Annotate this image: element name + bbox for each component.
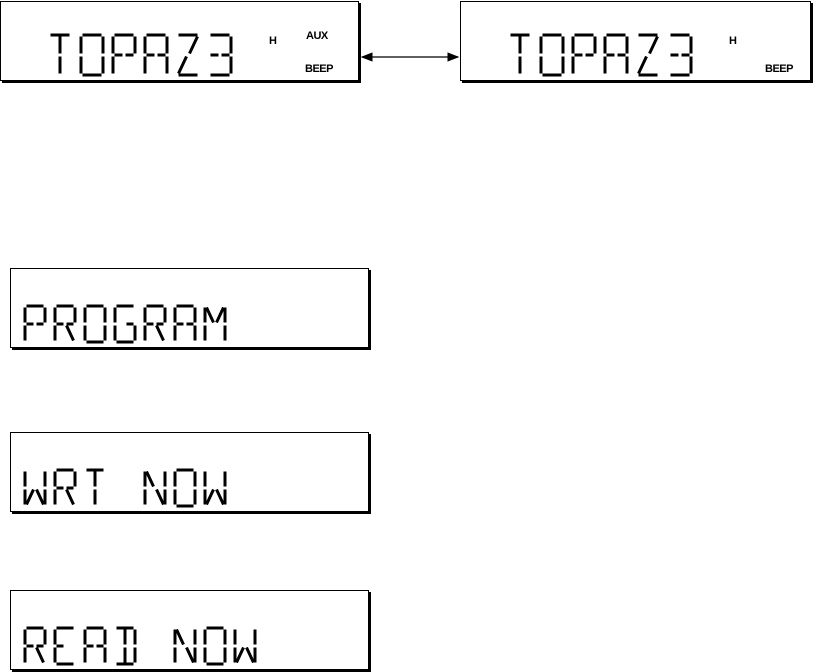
segment-char <box>175 306 195 341</box>
segment-char <box>85 628 105 663</box>
segment-char <box>25 472 45 505</box>
segment-char <box>55 306 75 341</box>
segment-char <box>205 308 225 341</box>
segment-char <box>87 470 104 505</box>
segment-char <box>145 306 165 341</box>
segment-char <box>175 630 195 663</box>
lcd-display-wrt-now <box>10 432 369 512</box>
segment-char <box>115 306 135 342</box>
segment-char <box>205 628 225 664</box>
segment-text <box>11 433 370 513</box>
segment-char <box>55 628 74 664</box>
segment-text <box>11 269 370 349</box>
segment-text <box>11 591 370 671</box>
segment-char <box>175 470 195 506</box>
segment-char <box>25 306 45 341</box>
segment-char <box>25 628 45 663</box>
lcd-display-program <box>10 268 369 348</box>
segment-char <box>205 472 225 505</box>
double-arrow-connector <box>0 0 821 100</box>
segment-char <box>145 472 165 505</box>
segment-char <box>85 306 105 342</box>
lcd-display-read-now <box>10 590 369 670</box>
segment-char <box>235 630 255 663</box>
segment-char <box>117 628 136 664</box>
segment-char <box>55 470 75 505</box>
